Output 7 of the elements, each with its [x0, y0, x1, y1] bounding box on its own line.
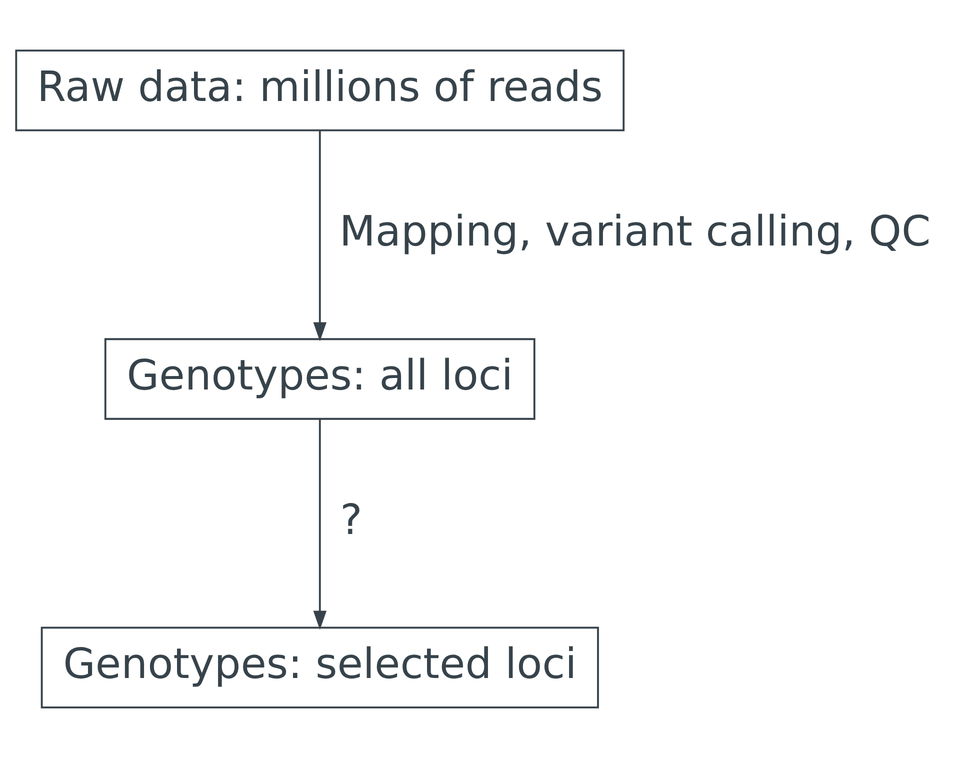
- node-box: Genotypes: all loci: [104, 338, 536, 420]
- node-box: Raw data: millions of reads: [15, 49, 625, 131]
- arrow: [313, 130, 327, 341]
- edge-label: ?: [340, 494, 362, 544]
- arrow: [313, 418, 327, 630]
- node-box: Genotypes: selected loci: [40, 626, 599, 708]
- edge-label: Mapping, variant calling, QC: [339, 206, 931, 255]
